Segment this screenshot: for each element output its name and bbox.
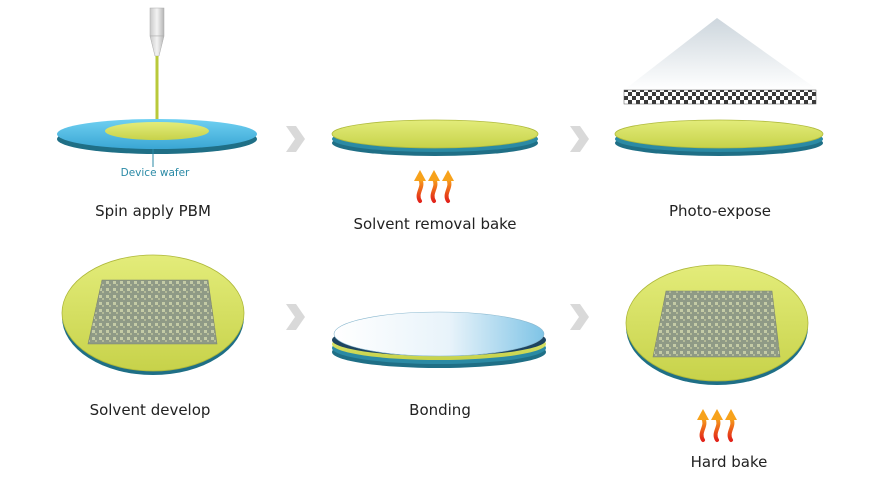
wafer-coated xyxy=(331,119,539,156)
step-photo-expose xyxy=(614,18,824,156)
step-solvent-develop xyxy=(61,254,245,375)
step-bonding xyxy=(332,311,546,368)
step-label-hard-bake: Hard bake xyxy=(690,453,768,471)
chevron-right-icon xyxy=(286,126,305,152)
wafer-exposed xyxy=(614,119,824,156)
step-solvent-removal-bake xyxy=(331,119,539,203)
step-hard-bake xyxy=(625,264,809,442)
step-label-spin-apply: Spin apply PBM xyxy=(95,202,211,220)
chevron-right-icon xyxy=(570,304,589,330)
developed-pattern xyxy=(87,279,218,345)
exposure-light-icon xyxy=(624,18,818,90)
step-label-photo-expose: Photo-expose xyxy=(668,202,772,220)
step-label-solvent-develop: Solvent develop xyxy=(89,401,211,419)
developed-pattern xyxy=(652,290,781,358)
chevron-right-icon xyxy=(570,126,589,152)
heat-icon xyxy=(414,170,454,203)
step-label-bonding: Bonding xyxy=(409,401,471,419)
step-spin-apply xyxy=(57,7,257,167)
carrier-wafer xyxy=(333,311,545,357)
device-wafer-blue xyxy=(57,119,257,154)
step-label-solvent-removal-bake: Solvent removal bake xyxy=(353,215,517,233)
device-wafer-label: Device wafer xyxy=(120,167,190,179)
dispense-nozzle-icon xyxy=(149,7,165,126)
chevron-right-icon xyxy=(286,304,305,330)
photomask-icon xyxy=(623,89,817,105)
heat-icon xyxy=(697,409,737,442)
